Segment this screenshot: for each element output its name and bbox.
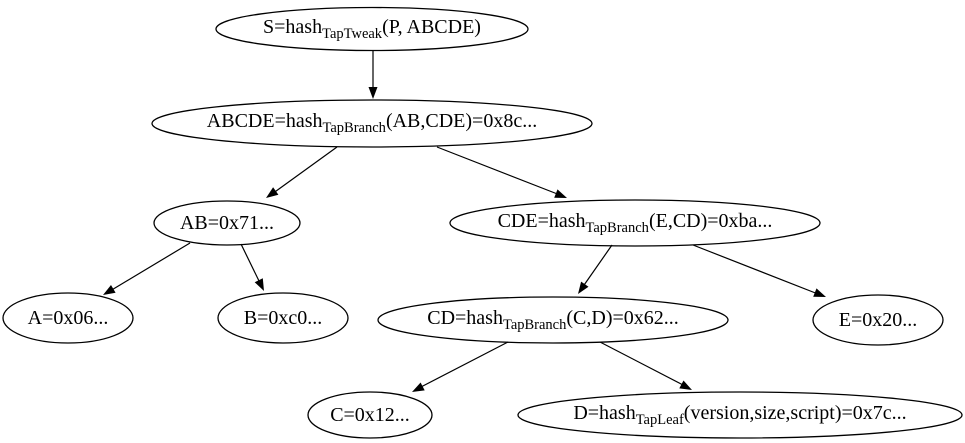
node-abcde-ellipse [151, 99, 593, 148]
edge-abcde-cde [436, 146, 567, 198]
edge-cde-e [692, 244, 826, 297]
node-d-ellipse [517, 391, 963, 439]
node-e-ellipse [812, 294, 944, 346]
node-a-ellipse [2, 292, 134, 344]
node-s-ellipse [215, 6, 529, 52]
node-cd-ellipse [377, 296, 729, 344]
edge-cd-c [412, 341, 509, 392]
edge-ab-b [240, 243, 264, 291]
node-c-ellipse [307, 391, 433, 439]
edge-abcde-ab [266, 146, 338, 198]
node-ab-ellipse [153, 200, 301, 246]
edge-cd-d [599, 341, 692, 390]
edge-cde-cd [578, 244, 613, 294]
edge-ab-a [103, 242, 191, 295]
node-b-ellipse [217, 292, 349, 344]
edge-s-abcde [368, 51, 378, 99]
node-cde-ellipse [449, 199, 821, 247]
